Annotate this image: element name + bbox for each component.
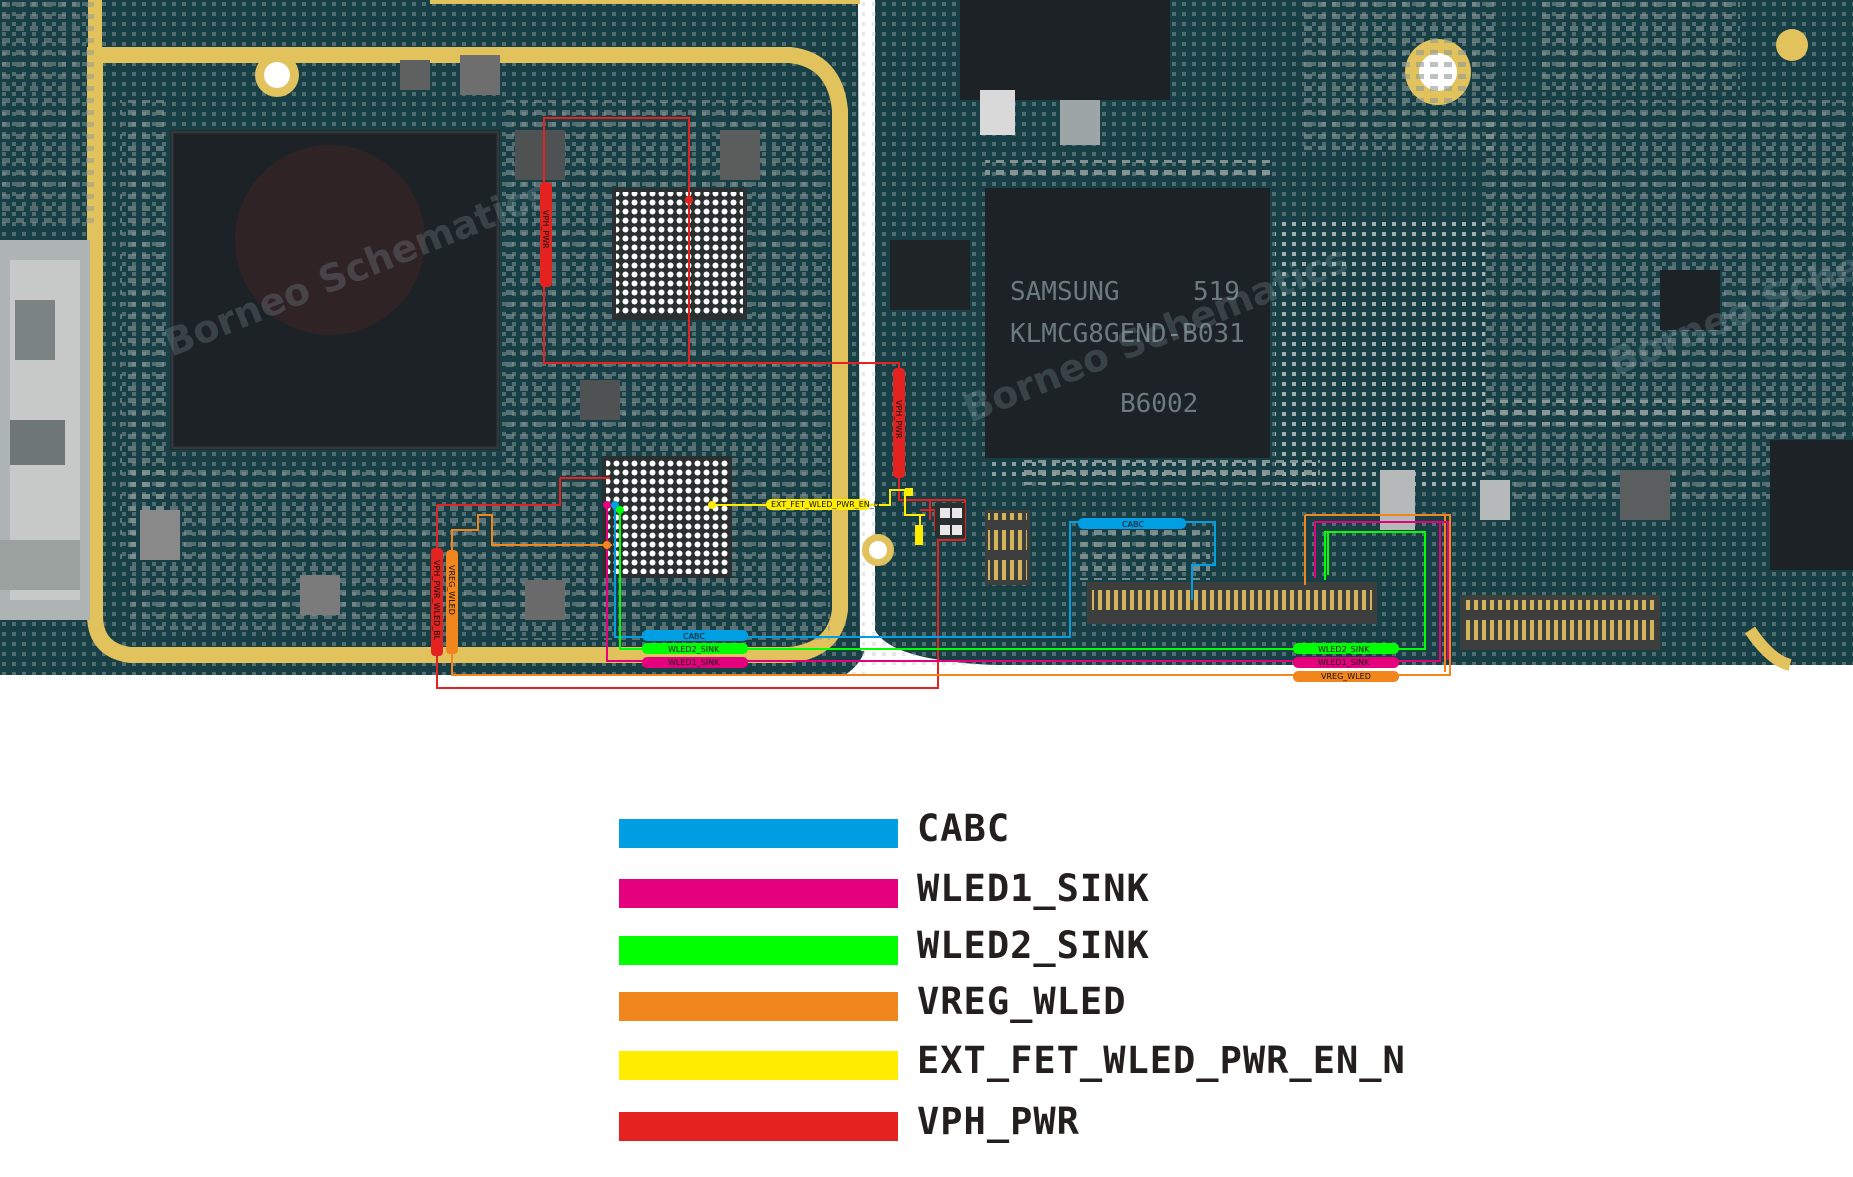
wled1-tag-left [642, 657, 748, 668]
chip-part: KLMCG8GEND-B031 [1010, 319, 1245, 349]
wled2-label-right: WLED2_SINK [1318, 645, 1370, 654]
vph-pwr-label-mid: VPH_PWR [894, 400, 903, 439]
legend-swatch-wled1-sink [619, 879, 898, 908]
cabc-tag-right [1078, 518, 1186, 529]
legend-label-wled2-sink: WLED2_SINK [917, 924, 1150, 967]
wled1-label-right: WLED1_SINK [1318, 658, 1370, 667]
chip-lot: B6002 [1120, 389, 1198, 419]
legend-label-vph-pwr: VPH_PWR [917, 1100, 1080, 1143]
legend-label-ext-fet: EXT_FET_WLED_PWR_EN_N [917, 1039, 1406, 1082]
emmc-chip [985, 188, 1270, 458]
vph-pwr-wled-bl-bar [431, 548, 443, 656]
legend-label-vreg-wled: VREG_WLED [917, 980, 1127, 1023]
legend-swatch-vph-pwr [619, 1112, 898, 1141]
wled1-label-left: WLED1_SINK [668, 658, 720, 667]
chip-brand: SAMSUNG [1010, 277, 1120, 307]
legend-label-wled1-sink: WLED1_SINK [917, 867, 1150, 910]
processor-chip [170, 130, 500, 450]
vph-pwr-bar-mid [893, 368, 905, 478]
vph-pwr-bar-top [540, 182, 552, 287]
wled2-label-left: WLED2_SINK [668, 645, 720, 654]
net-wled2-sink [619, 510, 1426, 650]
vph-pwr-wled-bl-label: VPH_PWR_WLED_BL [432, 560, 441, 641]
net-wled1-sink [606, 505, 1449, 662]
vreg-label-right: VREG_WLED [1321, 672, 1371, 681]
ext-fet-tag [766, 499, 870, 510]
cabc-tag-left [642, 630, 748, 641]
cabc-label-right: CABC [1122, 520, 1144, 529]
vreg-wled-bar [446, 550, 458, 654]
legend-swatch-wled2-sink [619, 936, 898, 965]
vreg-tag-right [1293, 671, 1399, 682]
legend-swatch-cabc [619, 819, 898, 848]
wled2-tag-right [1293, 643, 1399, 654]
legend-swatch-ext-fet [619, 1051, 898, 1080]
vph-pwr-label-top: VPH_PWR [541, 210, 550, 249]
cabc-label-left: CABC [683, 632, 705, 641]
ext-fet-label: EXT_FET_WLED_PWR_EN_N [771, 500, 880, 509]
chip-code: 519 [1193, 277, 1240, 307]
pcb-board-photo: SAMSUNG 519 KLMCG8GEND-B031 B6002 Borneo… [0, 0, 1853, 689]
legend-swatch-vreg-wled [619, 992, 898, 1021]
vreg-wled-vertical-label: VREG_WLED [447, 565, 456, 615]
wled2-tag-left [642, 643, 748, 654]
wled1-tag-right [1293, 657, 1399, 668]
legend-label-cabc: CABC [917, 807, 1011, 850]
